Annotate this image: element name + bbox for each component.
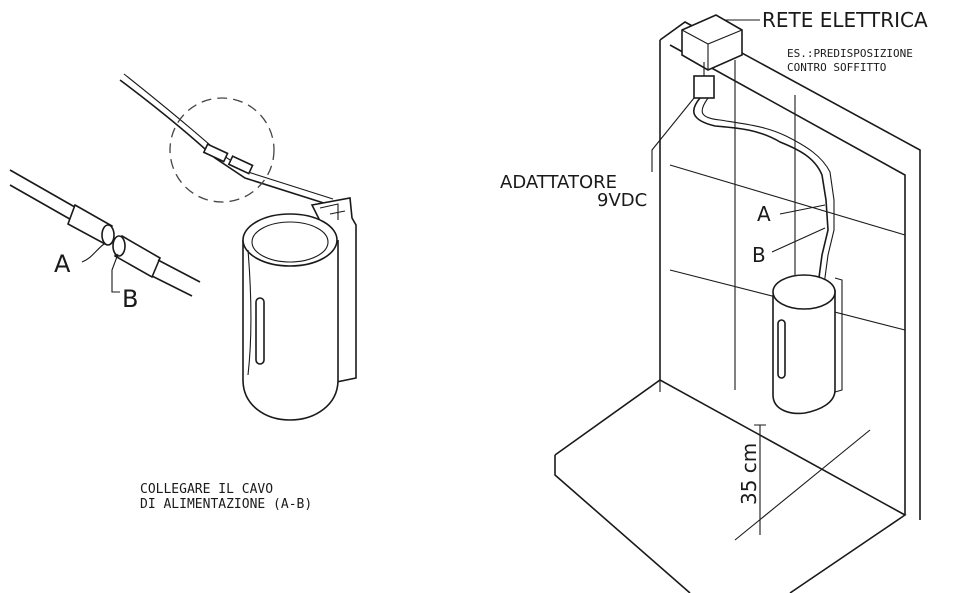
cable-a-top bbox=[9, 169, 81, 211]
wall-dispenser-body bbox=[772, 290, 836, 415]
label-b-right: B bbox=[752, 243, 766, 267]
leader-b bbox=[111, 253, 120, 293]
adapter-leader bbox=[651, 97, 695, 172]
caption-line1: COLLEGARE IL CAVO bbox=[140, 482, 273, 497]
left-figure: A B COLLEGARE IL CAVO DI ALIMENTAZIONE (… bbox=[9, 73, 357, 512]
cable-b-top bbox=[157, 259, 201, 283]
ab-leaders bbox=[771, 204, 826, 253]
caption-line2: DI ALIMENTAZIONE (A-B) bbox=[140, 497, 312, 512]
rete-note-line1: ES.:PREDISPOSIZIONE bbox=[787, 47, 913, 60]
cylinder-top-inner bbox=[251, 221, 329, 263]
adapter-label-line2: 9VDC bbox=[597, 190, 647, 211]
bracket-detail bbox=[319, 203, 346, 220]
power-cable-edge bbox=[701, 97, 835, 286]
right-figure: 35 cm RETE ELETTRICA ES.:PREDISPOSIZIONE… bbox=[500, 8, 928, 593]
cable-a-bottom bbox=[9, 184, 76, 223]
detail-circle bbox=[169, 97, 275, 203]
connector-a-end bbox=[101, 224, 115, 246]
label-a-right: A bbox=[757, 202, 771, 226]
cable-b-bottom bbox=[151, 275, 193, 297]
cylinder-top bbox=[242, 213, 338, 267]
level-window-right bbox=[777, 319, 786, 379]
connector-b-small bbox=[227, 155, 254, 175]
floor-top bbox=[554, 379, 907, 593]
leader-a bbox=[81, 243, 105, 263]
height-dim-line bbox=[754, 424, 766, 535]
wall-inner-edge bbox=[669, 44, 906, 515]
dispenser-right bbox=[772, 274, 843, 415]
cylinder-body bbox=[242, 240, 339, 421]
height-dim-label: 35 cm bbox=[737, 443, 761, 505]
wall-dispenser-bracket bbox=[834, 277, 843, 393]
adapter-label-line1: ADATTATORE bbox=[500, 172, 617, 193]
power-cable bbox=[692, 97, 829, 286]
upper-cable bbox=[119, 79, 331, 206]
floor-front bbox=[554, 455, 691, 593]
upper-cable-edge bbox=[123, 73, 334, 200]
label-b-left: B bbox=[122, 285, 138, 313]
connector-a-small bbox=[202, 143, 229, 163]
rete-note-line2: CONTRO SOFFITTO bbox=[787, 61, 886, 74]
wall-top-edge bbox=[659, 21, 921, 520]
connector-b-end bbox=[112, 235, 126, 257]
wall-dispenser-top bbox=[772, 274, 836, 310]
label-a-left: A bbox=[54, 250, 71, 278]
rete-label: RETE ELETTRICA bbox=[762, 8, 928, 32]
adapter bbox=[693, 75, 715, 99]
wall-grid bbox=[669, 60, 906, 400]
junction-box-edges bbox=[681, 29, 743, 70]
floor-line bbox=[734, 429, 871, 541]
level-window-left bbox=[255, 297, 265, 365]
dispenser-left bbox=[242, 197, 357, 421]
cylinder-shade bbox=[247, 249, 252, 376]
